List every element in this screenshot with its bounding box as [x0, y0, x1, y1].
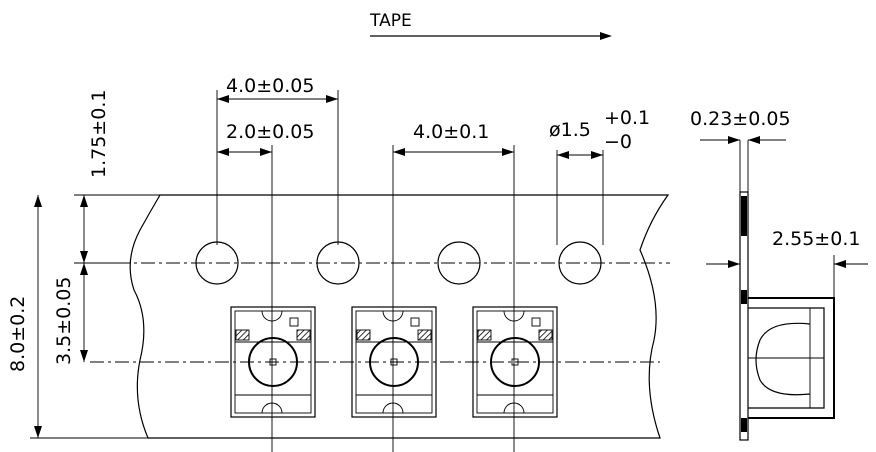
tape-title: TAPE — [369, 11, 412, 31]
dim-pocket-pitch: 4.0±0.1 — [393, 121, 514, 156]
svg-text:1.75±0.1: 1.75±0.1 — [88, 90, 110, 178]
dim-hole-pitch: 4.0±0.05 — [217, 75, 338, 103]
svg-text:−0: −0 — [604, 131, 632, 153]
dim-pocket-depth: 2.55±0.1 — [706, 228, 868, 298]
svg-text:2.55±0.1: 2.55±0.1 — [772, 228, 860, 250]
tape-outline — [129, 194, 670, 439]
component-pocket-1 — [230, 306, 316, 418]
sprocket-holes — [195, 241, 602, 285]
svg-text:4.0±0.05: 4.0±0.05 — [226, 75, 314, 97]
svg-text:+0.1: +0.1 — [604, 107, 650, 129]
component-pocket-2 — [351, 306, 437, 418]
dim-hole-diameter: ø1.5 +0.1 −0 — [549, 107, 650, 159]
tape-direction-arrow — [370, 32, 612, 40]
svg-text:2.0±0.05: 2.0±0.05 — [226, 121, 314, 143]
dim-edge-to-hole: 1.75±0.1 — [74, 90, 160, 263]
dim-hole-to-pocket-vertical: 3.5±0.05 — [53, 262, 116, 365]
extension-lines — [216, 90, 604, 452]
dim-tape-width: 8.0±0.2 — [7, 195, 148, 439]
dim-tape-thickness: 0.23±0.05 — [690, 108, 791, 192]
component-pocket-3 — [472, 306, 558, 418]
svg-text:0.23±0.05: 0.23±0.05 — [690, 108, 791, 130]
svg-text:8.0±0.2: 8.0±0.2 — [7, 296, 29, 372]
svg-text:3.5±0.05: 3.5±0.05 — [53, 277, 75, 365]
svg-text:4.0±0.1: 4.0±0.1 — [413, 121, 489, 143]
tape-side-view — [739, 191, 835, 441]
svg-text:ø1.5: ø1.5 — [549, 119, 591, 141]
dim-hole-to-pocket: 2.0±0.05 — [217, 121, 314, 156]
